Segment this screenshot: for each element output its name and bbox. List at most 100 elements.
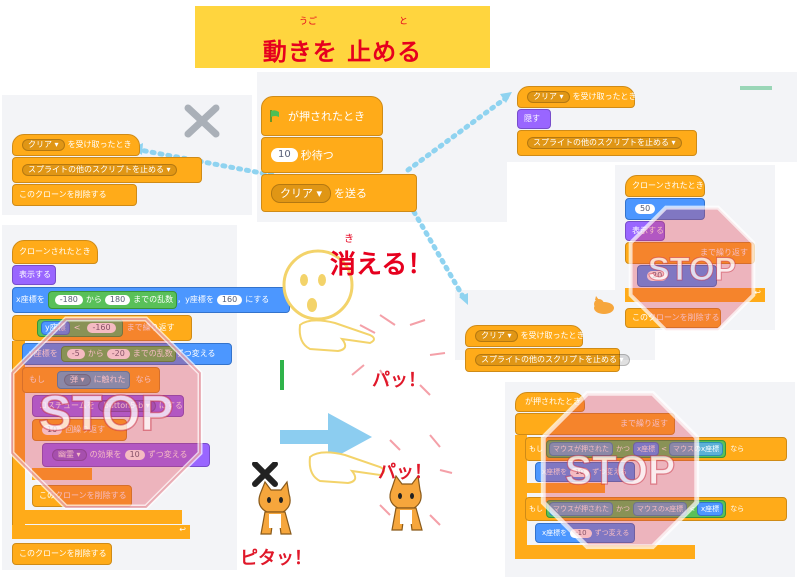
- rt-stop-block[interactable]: スプライトの他のスクリプトを止める ▾: [517, 130, 697, 156]
- center-illustration: [280, 249, 453, 526]
- lc-goto-x-label: x座標を: [16, 295, 45, 304]
- main-wait-block[interactable]: 10 秒待つ: [261, 137, 383, 173]
- rb-then2-label: なら: [730, 504, 745, 513]
- rb-change-x1-label: x座標を: [542, 468, 567, 476]
- rm-stop-block[interactable]: スプライトの他のスクリプトを止める ▾: [465, 348, 630, 372]
- main-wait-input[interactable]: 10: [271, 148, 298, 162]
- lc-if-label: もし: [29, 376, 45, 384]
- stop-right-top-text: STOP: [648, 250, 736, 287]
- lc-touching-value: 弾: [70, 376, 78, 384]
- lc-effect-block[interactable]: 幽霊 ▾ の効果を 10 ずつ変える: [42, 443, 210, 467]
- lc-effect-suffix: ずつ変える: [148, 451, 188, 459]
- rb-if1-end: [525, 483, 605, 493]
- rb-flag-hat-block[interactable]: が押されたとき: [515, 392, 585, 412]
- rb-if1-block[interactable]: もし マウスが押された かつ x座標 < マウスのx座標 なら: [525, 437, 787, 461]
- lc-show-block[interactable]: 表示する: [12, 265, 56, 285]
- lc-costume-value: button5-b: [104, 402, 143, 410]
- lc-costume-block[interactable]: コスチュームを button5-b ▾ にする: [32, 395, 184, 417]
- lc-touching-block[interactable]: 弾 ▾ に触れた: [57, 371, 130, 389]
- rb-if1-label: もし: [529, 444, 543, 453]
- rt-stop-dropdown[interactable]: スプライトの他のスクリプトを止める ▾: [527, 137, 682, 149]
- rb-and2-block[interactable]: マウスが押された かつ マウスのx座標 < x座標: [546, 500, 727, 518]
- lc-effect-amount-input[interactable]: 10: [124, 450, 145, 460]
- lc-change-y-block[interactable]: y座標を -5 から -20 までの乱数 ずつ変える: [22, 343, 232, 365]
- title-ruby-ugo: うご: [299, 17, 318, 27]
- rb-change-x2-label: x座標を: [542, 528, 568, 537]
- rm-stop-dropdown[interactable]: スプライトの他のスクリプトを止める ▾: [475, 354, 630, 366]
- rb-mouse-x-2[interactable]: マウスのx座標: [633, 502, 688, 516]
- lc-clone-hat-block[interactable]: クローンされたとき: [12, 240, 98, 264]
- rm-receive-hat-block[interactable]: クリア ▾ を受け取ったとき: [465, 325, 585, 347]
- lc-touching-dropdown[interactable]: 弾 ▾: [64, 374, 91, 386]
- lc-repeat-count-block[interactable]: 10 回繰り返す: [32, 419, 127, 441]
- kieru-ruby: き: [344, 234, 354, 245]
- rc-wait-input[interactable]: 50: [635, 204, 656, 214]
- lc-costume-dropdown[interactable]: button5-b ▾: [97, 400, 156, 412]
- lc-goto-block[interactable]: x座標を -180 から 180 までの乱数 ，y座標を 160 にする: [12, 287, 290, 313]
- pa-label-2: パッ！: [378, 462, 432, 483]
- rb-repeat-block[interactable]: まで繰り返す: [515, 413, 675, 435]
- rt-receive-hat-block[interactable]: クリア ▾ を受け取ったとき: [517, 86, 637, 108]
- lc-until-input[interactable]: -160: [87, 323, 116, 333]
- lc-y-input[interactable]: 160: [216, 295, 243, 305]
- rc-change-input[interactable]: 20: [647, 271, 668, 281]
- lc-x-from-input[interactable]: -180: [54, 295, 83, 305]
- lc-change-from-input[interactable]: -5: [66, 349, 85, 359]
- rb-and1-label: かつ: [616, 445, 630, 453]
- burst-lines-bottom: [379, 434, 453, 526]
- lt-receive-dropdown[interactable]: クリア ▾: [22, 139, 65, 151]
- rb-mouse-down-2[interactable]: マウスが押された: [549, 502, 613, 516]
- lc-random-x-block[interactable]: -180 から 180 までの乱数: [47, 291, 178, 309]
- rb-change-x1-input[interactable]: 10: [570, 467, 590, 477]
- rb-xpos-2[interactable]: x座標: [697, 502, 724, 516]
- lc-if-block[interactable]: もし 弾 ▾ に触れた なら: [22, 367, 160, 393]
- right-arrow-icon: [280, 413, 372, 461]
- rb-repeat-label: まで繰り返す: [620, 420, 668, 428]
- lc-random-label: までの乱数: [133, 295, 174, 304]
- main-flag-hat-block[interactable]: が押されたとき: [261, 96, 383, 136]
- lc-if-end: [22, 510, 182, 524]
- lc-goto-y-label: ，y座標を: [177, 295, 214, 304]
- rt-hide-block[interactable]: 隠す: [517, 109, 551, 129]
- grey-x-icon: [184, 104, 220, 138]
- lc-change-kara: から: [88, 350, 104, 358]
- rm-stop-value: スプライトの他のスクリプトを止める: [481, 355, 617, 364]
- rt-stop-value: スプライトの他のスクリプトを止める: [533, 138, 669, 147]
- main-hat-label: が押されたとき: [288, 109, 365, 123]
- rc-clone-hat-block[interactable]: クローンされたとき: [625, 175, 705, 197]
- rb-change-x1-block[interactable]: x座標を 10 ずつ変える: [535, 462, 635, 482]
- rc-change-block[interactable]: 20: [637, 265, 717, 287]
- rb-if2-block[interactable]: もし マウスが押された かつ マウスのx座標 < x座標 なら: [525, 497, 787, 521]
- pa-label-1: パッ！: [372, 370, 426, 391]
- rc-delete-label: このクローンを削除する: [632, 314, 720, 322]
- main-broadcast-dropdown[interactable]: クリア ▾: [271, 183, 332, 203]
- lc-delete-outer-block[interactable]: このクローンを削除する: [12, 543, 112, 565]
- lc-change-random-block[interactable]: -5 から -20 までの乱数: [60, 346, 176, 362]
- rt-receive-dropdown[interactable]: クリア ▾: [527, 91, 570, 103]
- lt-delete-clone-block[interactable]: このクローンを削除する: [12, 184, 137, 206]
- rc-repeat-end: ↩: [625, 288, 765, 302]
- main-broadcast-block[interactable]: クリア ▾ を送る: [261, 174, 417, 212]
- rb-mouse-down-1[interactable]: マウスが押された: [549, 442, 613, 456]
- lc-change-to-input[interactable]: -20: [106, 349, 130, 359]
- main-wait-label: 秒待つ: [300, 148, 334, 162]
- arrowhead-right-top: [500, 92, 512, 103]
- lt-stop-block[interactable]: スプライトの他のスクリプトを止める ▾: [12, 157, 202, 183]
- lc-effect-dropdown[interactable]: 幽霊 ▾: [52, 449, 87, 461]
- rm-receive-dropdown[interactable]: クリア ▾: [475, 330, 518, 342]
- rt-hide-label: 隠す: [524, 114, 540, 123]
- lt-receive-hat-block[interactable]: クリア ▾ を受け取ったとき: [12, 134, 140, 156]
- lc-effect-value: 幽霊: [58, 451, 74, 459]
- lc-kara-label: から: [85, 295, 102, 304]
- rb-change-x2-input[interactable]: -10: [570, 528, 592, 538]
- lc-repeat-count-input[interactable]: 10: [42, 425, 63, 435]
- rc-repeat-label: まで繰り返す: [700, 249, 748, 257]
- arrow-to-right-mid: [407, 202, 468, 303]
- rm-receive-label: を受け取ったとき: [520, 331, 585, 340]
- pointing-hand-bottom-icon: [308, 451, 385, 485]
- lt-stop-dropdown[interactable]: スプライトの他のスクリプトを止める ▾: [22, 164, 177, 176]
- title-ruby-to: と: [399, 17, 409, 27]
- rb-xpos-1[interactable]: x座標: [633, 442, 660, 456]
- lc-x-to-input[interactable]: 180: [104, 295, 131, 305]
